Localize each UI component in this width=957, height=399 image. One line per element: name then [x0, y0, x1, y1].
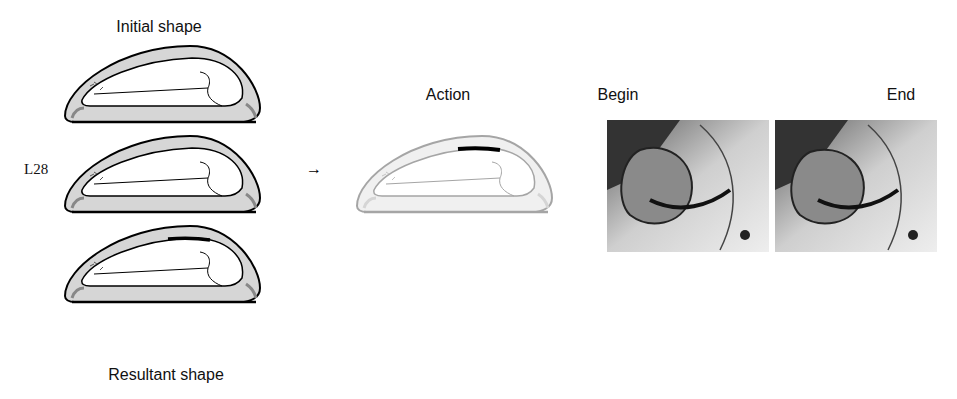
- column-label: End: [887, 86, 915, 104]
- begin-photo: [607, 120, 769, 252]
- current-shape: [65, 136, 260, 212]
- action-segment: [458, 148, 500, 150]
- step-label: L28: [24, 160, 48, 178]
- end-photo: [775, 120, 937, 252]
- heading-label: Initial shape: [116, 18, 201, 36]
- arrow-label: →: [306, 160, 322, 178]
- initial-shape: [65, 46, 260, 122]
- resultant-shape: [65, 226, 260, 302]
- column-label: Begin: [598, 86, 639, 104]
- column-label: Action: [426, 86, 470, 104]
- action-shape: [357, 136, 552, 212]
- heading-label: Resultant shape: [108, 366, 224, 384]
